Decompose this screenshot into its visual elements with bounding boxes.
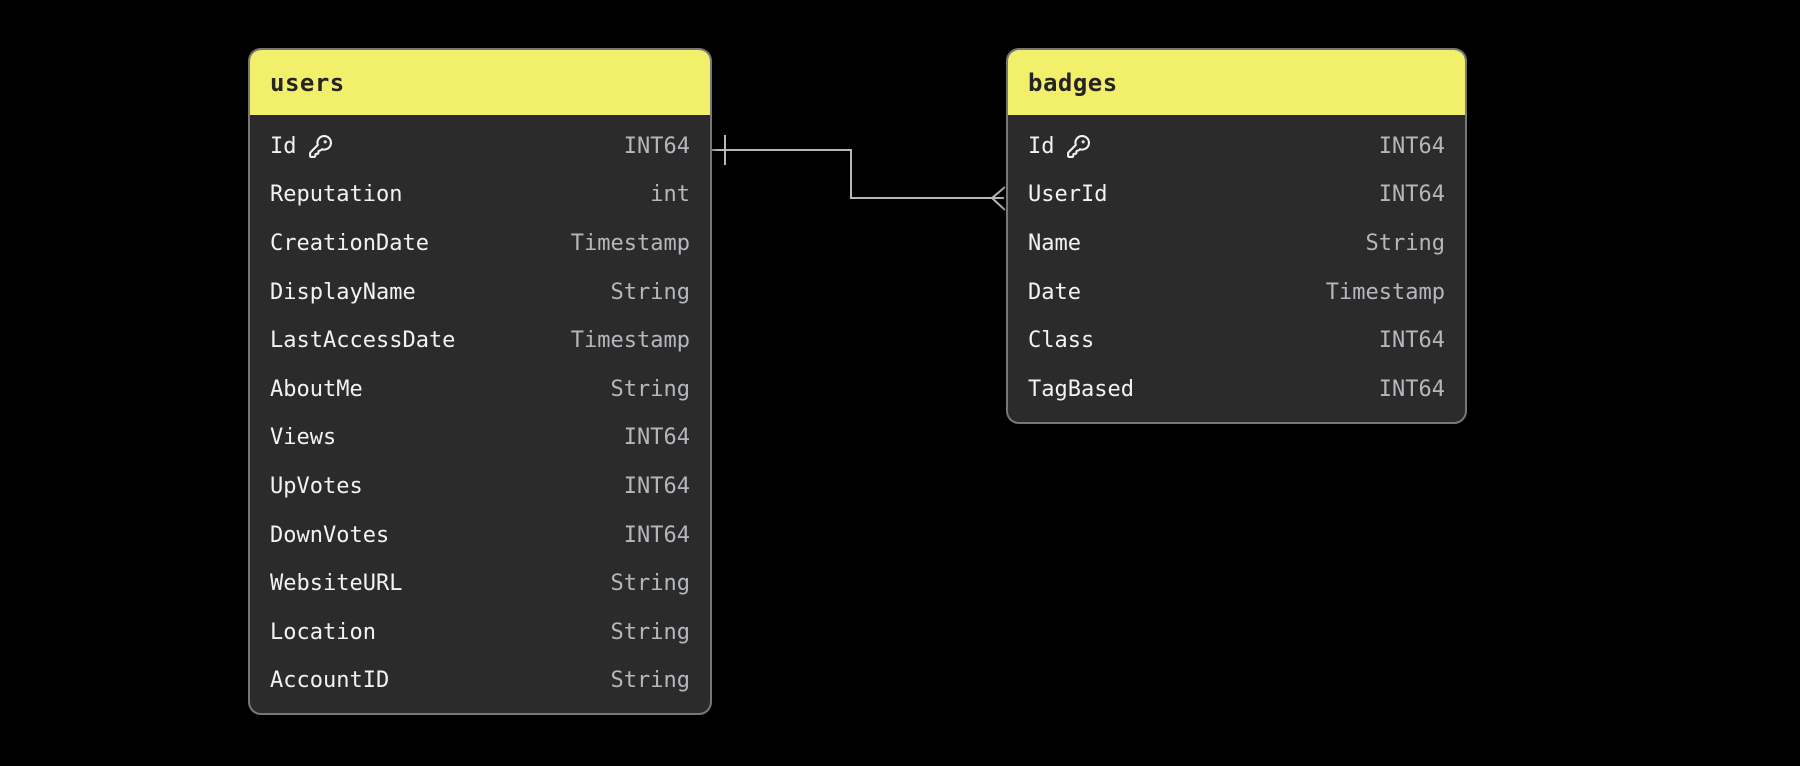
field-name: UpVotes [270, 473, 363, 499]
field-type: int [650, 182, 690, 208]
field-row[interactable]: WebsiteURL String [250, 559, 710, 608]
table-card-badges[interactable]: badges Id INT64 UserId [1006, 48, 1467, 424]
field-name: AccountID [270, 668, 390, 694]
field-name: Id [1028, 134, 1091, 159]
field-type: Timestamp [570, 328, 690, 354]
field-type: INT64 [623, 522, 690, 548]
field-row[interactable]: AboutMe String [250, 365, 710, 414]
field-type: String [610, 376, 690, 402]
table-header[interactable]: users [250, 50, 710, 115]
primary-key-icon [308, 134, 333, 159]
field-type: INT64 [1378, 133, 1445, 159]
field-row[interactable]: Date Timestamp [1008, 268, 1465, 317]
table-field-list: Id INT64 UserId INT64 Nam [1008, 115, 1465, 422]
field-type: String [610, 619, 690, 645]
field-name: Views [270, 425, 337, 451]
field-row[interactable]: DisplayName String [250, 268, 710, 317]
field-name: TagBased [1028, 376, 1134, 402]
table-title: badges [1028, 68, 1118, 97]
crow-foot-many [991, 186, 1006, 211]
table-card-users[interactable]: users Id INT64 Reputation [248, 48, 712, 716]
field-type: Timestamp [1325, 279, 1445, 305]
field-row[interactable]: UserId INT64 [1008, 171, 1465, 220]
relationship-users-badges[interactable] [712, 135, 1006, 211]
field-type: INT64 [1378, 328, 1445, 354]
field-name: DownVotes [270, 522, 390, 548]
field-type: INT64 [623, 425, 690, 451]
field-row[interactable]: Location String [250, 608, 710, 657]
relationship-line [712, 149, 1004, 199]
field-type: String [610, 571, 690, 597]
field-name: UserId [1028, 182, 1108, 208]
field-type: Timestamp [570, 230, 690, 256]
field-type: INT64 [1378, 182, 1445, 208]
field-name: Reputation [270, 182, 403, 208]
field-name: Date [1028, 279, 1081, 305]
field-name: AboutMe [270, 376, 363, 402]
field-row[interactable]: TagBased INT64 [1008, 365, 1465, 414]
field-name: Name [1028, 230, 1081, 256]
table-title: users [270, 68, 345, 97]
field-row[interactable]: Id INT64 [1008, 122, 1465, 171]
field-row[interactable]: AccountID String [250, 657, 710, 706]
field-name: Id [270, 134, 333, 159]
field-name: Location [270, 619, 376, 645]
field-row[interactable]: Id INT64 [250, 122, 710, 171]
field-type: INT64 [1378, 376, 1445, 402]
field-row[interactable]: Views INT64 [250, 414, 710, 463]
field-name: CreationDate [270, 230, 429, 256]
field-type: String [610, 668, 690, 694]
field-name: WebsiteURL [270, 571, 403, 597]
field-row[interactable]: UpVotes INT64 [250, 462, 710, 511]
table-field-list: Id INT64 Reputation int C [250, 115, 710, 713]
field-name: Class [1028, 328, 1095, 354]
field-type: String [610, 279, 690, 305]
field-row[interactable]: DownVotes INT64 [250, 511, 710, 560]
field-row[interactable]: LastAccessDate Timestamp [250, 316, 710, 365]
field-type: String [1365, 230, 1445, 256]
field-row[interactable]: Reputation int [250, 171, 710, 220]
field-row[interactable]: Name String [1008, 219, 1465, 268]
field-name: LastAccessDate [270, 328, 456, 354]
field-type: INT64 [623, 133, 690, 159]
field-type: INT64 [623, 473, 690, 499]
field-row[interactable]: CreationDate Timestamp [250, 219, 710, 268]
primary-key-icon [1066, 134, 1091, 159]
table-header[interactable]: badges [1008, 50, 1465, 115]
field-name: DisplayName [270, 279, 416, 305]
field-row[interactable]: Class INT64 [1008, 316, 1465, 365]
